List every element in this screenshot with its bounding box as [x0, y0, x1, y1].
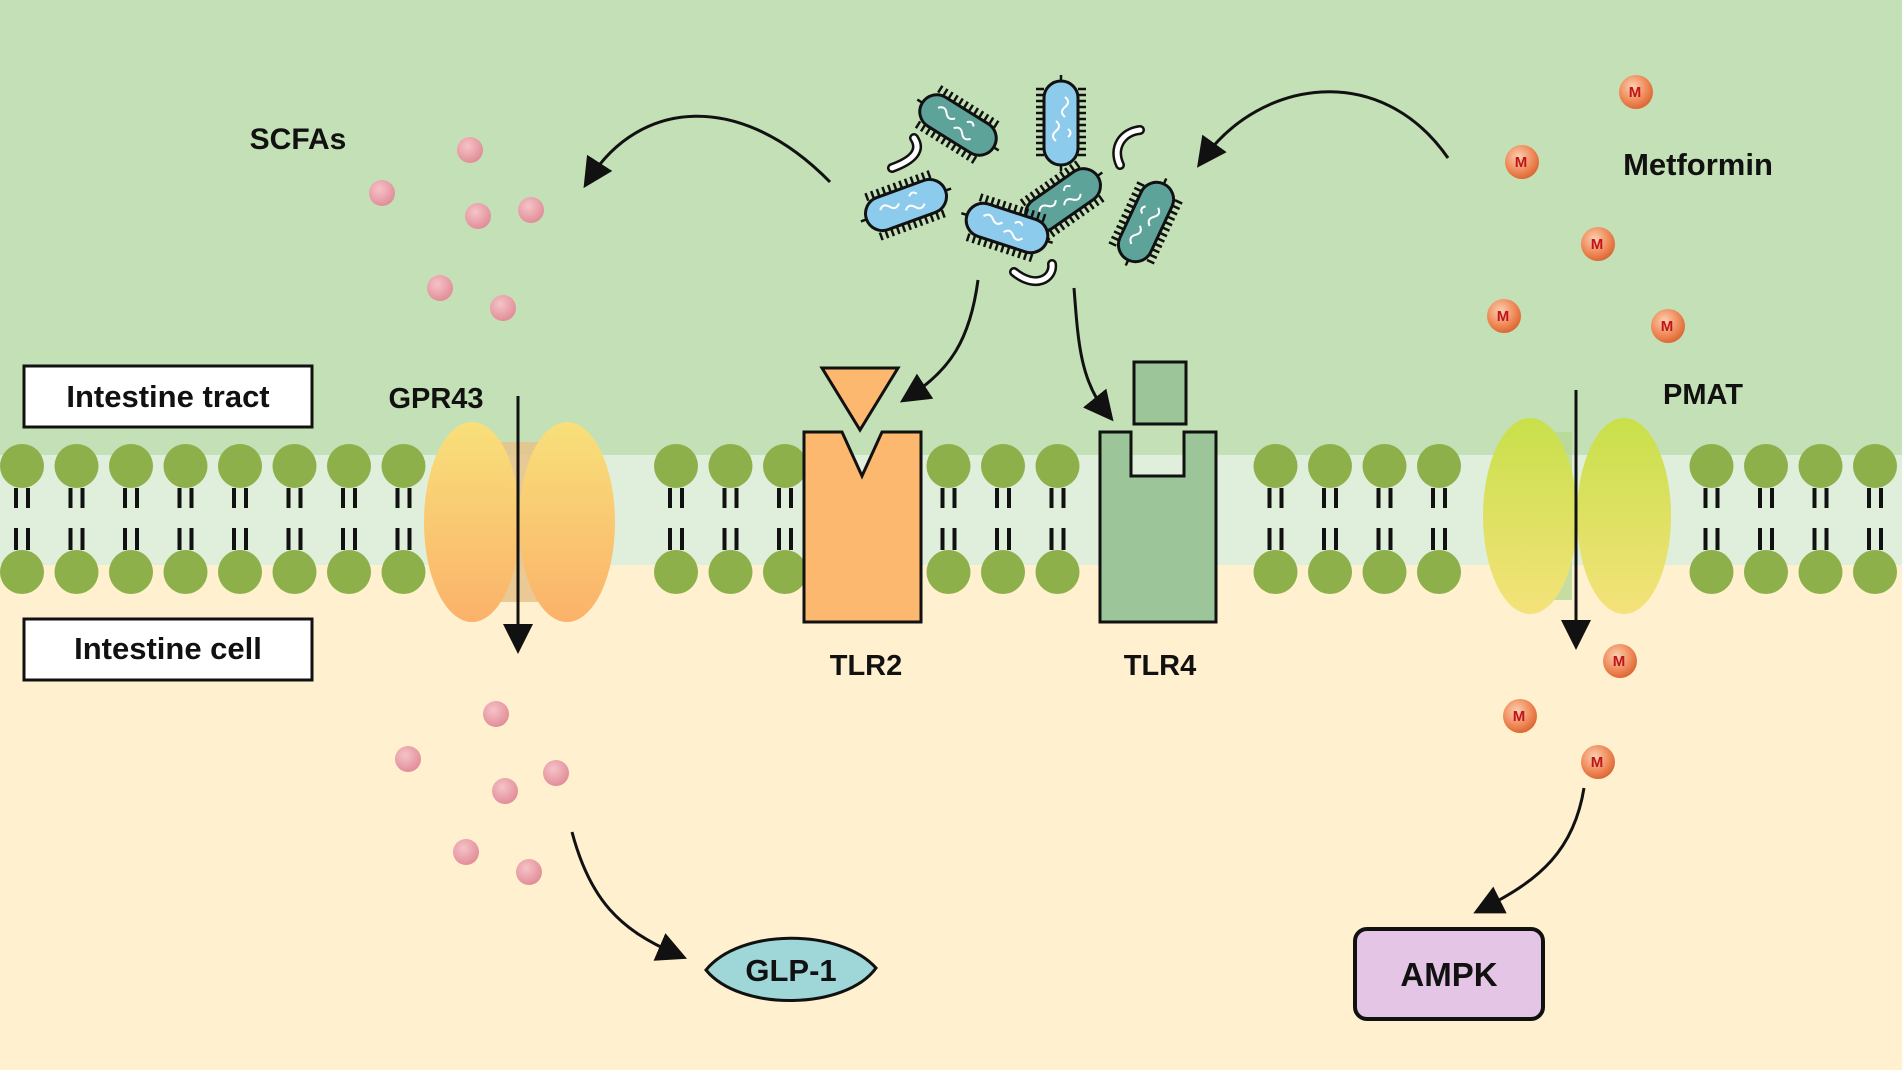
metformin-dot: M [1619, 75, 1653, 109]
scfas-label: SCFAs [250, 123, 347, 156]
tlr2-receptor [802, 366, 923, 624]
scfa-dot [465, 203, 491, 229]
metformin-dot: M [1505, 145, 1539, 179]
lipid-molecule [381, 444, 426, 594]
lipid-molecule [981, 444, 1025, 594]
metformin-dot: M [1603, 644, 1637, 678]
metformin-dot: M [1503, 699, 1537, 733]
lipid-molecule [763, 444, 807, 594]
tlr2-label: TLR2 [830, 650, 903, 682]
lipid-molecule [272, 444, 317, 594]
lipid-molecule [327, 444, 371, 594]
gpr43-receptor [424, 422, 615, 622]
scfa-molecules [369, 137, 569, 885]
pmat-label: PMAT [1663, 379, 1743, 411]
bacterium-icon [860, 170, 952, 241]
glp1-label: GLP-1 [745, 953, 836, 988]
lipid-molecule [926, 444, 971, 594]
lipid-molecule [1853, 444, 1897, 594]
metformin-label: Metformin [1623, 147, 1773, 182]
scfa-dot [543, 760, 569, 786]
metformin-badge-label: M [1591, 236, 1604, 253]
metformin-badge-label: M [1629, 84, 1642, 101]
metformin-dot: M [1581, 745, 1615, 779]
tlr2-ligand [819, 366, 901, 433]
scfa-dot [490, 295, 516, 321]
bacterial-fragment-icon [1009, 259, 1058, 287]
lipid-bilayer [0, 444, 1897, 594]
glp1-node: GLP-1 [704, 936, 878, 1002]
lipid-molecule [1035, 444, 1080, 594]
scfa-dot [492, 778, 518, 804]
scfa-dot [516, 859, 542, 885]
lipid-molecule [0, 444, 44, 594]
tlr4-label: TLR4 [1124, 650, 1197, 682]
metformin-badge-label: M [1591, 754, 1604, 771]
scfa-dot [483, 701, 509, 727]
scfa-dot [427, 275, 453, 301]
metformin-dot: M [1651, 309, 1685, 343]
metformin-dot: M [1581, 227, 1615, 261]
lipid-molecule [163, 444, 208, 594]
arrow-microbiota-to-tlr4 [1072, 287, 1114, 422]
lipid-molecule [1308, 444, 1352, 594]
gpr43-label: GPR43 [388, 383, 483, 415]
scfa-dot [453, 839, 479, 865]
intestine-tract-box: Intestine tract [22, 364, 314, 429]
intestine-tract-label: Intestine tract [66, 379, 269, 414]
metformin-badge-label: M [1661, 318, 1674, 335]
metformin-badge-label: M [1497, 308, 1510, 325]
metformin-dot: M [1487, 299, 1521, 333]
gut-microbiota [860, 75, 1183, 287]
tlr4-receptor [1098, 360, 1218, 624]
ampk-label: AMPK [1400, 956, 1497, 993]
lipid-molecule [654, 444, 698, 594]
lipid-molecule [54, 444, 99, 594]
lipid-molecule [1744, 444, 1788, 594]
bacterium-icon [1036, 75, 1086, 171]
bacterium-icon [1108, 177, 1183, 267]
arrow-scfas-to-glp1 [570, 831, 688, 961]
metformin-badge-label: M [1513, 708, 1526, 725]
metformin-badge-label: M [1515, 154, 1528, 171]
arrow-metformin-to-microbiota [1196, 90, 1450, 168]
lipid-molecule [1417, 444, 1461, 594]
bacterial-fragment-icon [1112, 125, 1145, 170]
lipid-molecule [1253, 444, 1298, 594]
bacterium-icon [960, 193, 1054, 263]
lipid-molecule [1362, 444, 1407, 594]
lipid-molecule [109, 444, 153, 594]
arrow-microbiota-to-tlr2 [899, 279, 980, 403]
arrow-microbiota-to-scfas [583, 114, 832, 189]
metformin-molecules: M M M M M M M M [1487, 75, 1685, 779]
lipid-molecule [1798, 444, 1843, 594]
lipid-molecule [218, 444, 262, 594]
lumen-background [0, 0, 1902, 455]
tlr4-ligand [1132, 360, 1188, 426]
intestine-cell-box: Intestine cell [22, 617, 314, 682]
arrow-metformin-to-ampk [1473, 787, 1586, 914]
scfa-dot [369, 180, 395, 206]
scfa-dot [518, 197, 544, 223]
pmat-transporter [1483, 418, 1671, 614]
lipid-molecule [1689, 444, 1734, 594]
scfa-dot [457, 137, 483, 163]
intestine-cell-label: Intestine cell [74, 631, 262, 666]
metformin-badge-label: M [1613, 653, 1626, 670]
ampk-node: AMPK [1353, 927, 1545, 1021]
scfa-dot [395, 746, 421, 772]
bacterium-icon [914, 85, 1000, 164]
lipid-molecule [708, 444, 753, 594]
bacterial-fragment-icon [887, 133, 922, 173]
